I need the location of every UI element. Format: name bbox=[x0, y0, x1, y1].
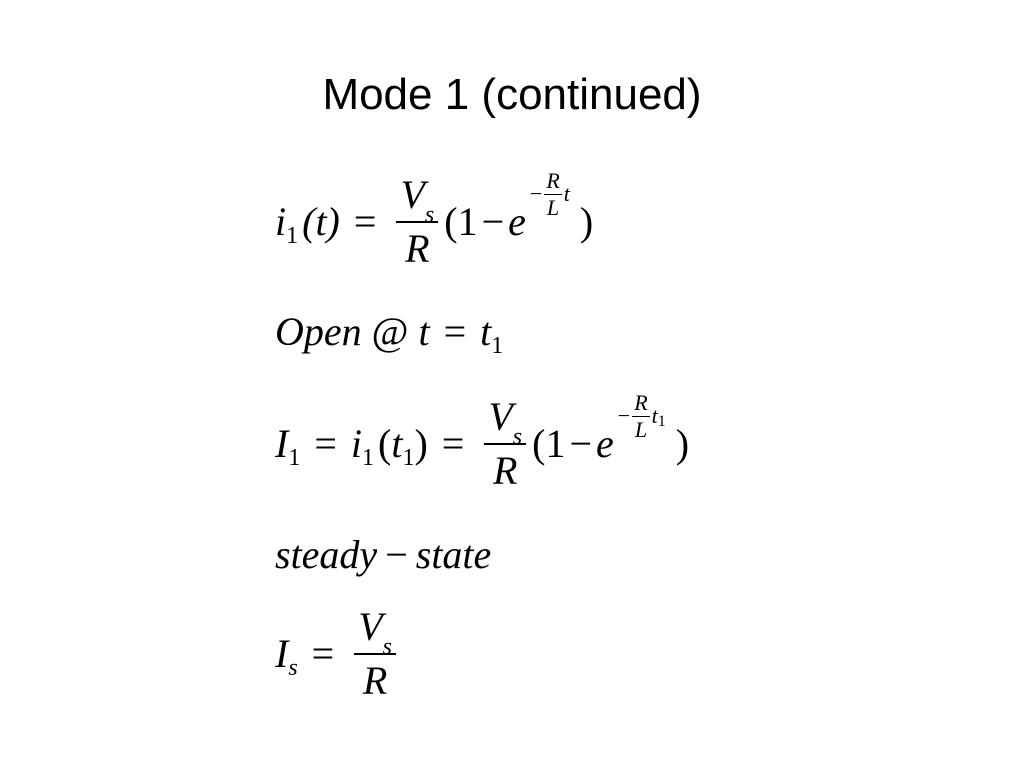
eq5-fraction: Vs R bbox=[354, 604, 397, 703]
eq3-paren-close: ) bbox=[675, 421, 690, 466]
eq3-numerator: Vs bbox=[488, 394, 523, 450]
eq3-mid-subscript: 1 bbox=[362, 445, 375, 471]
eq3-lhs-symbol: I bbox=[275, 421, 289, 466]
eq5-lhs-subscript: s bbox=[288, 655, 298, 681]
eq1-equals: = bbox=[353, 199, 377, 244]
eq1-exponent: − R L t bbox=[529, 167, 570, 220]
eq2-at: @ bbox=[371, 309, 409, 354]
eq1-paren-open: (1 bbox=[444, 199, 478, 244]
eq3-lhs-subscript: 1 bbox=[288, 445, 301, 471]
eq3-equals-2: = bbox=[441, 421, 465, 466]
eq3-mid-paren-close: ) bbox=[414, 421, 428, 466]
eq3-mid-symbol: i bbox=[350, 421, 363, 466]
eq1-numerator: Vs bbox=[400, 172, 435, 228]
eq2-rhs: t bbox=[480, 309, 492, 354]
equation-current-rise: i 1 (t) = Vs R (1 − e − R L t ) bbox=[275, 169, 594, 271]
equation-steady-state-label: steady − state bbox=[275, 535, 491, 575]
eq2-rhs-subscript: 1 bbox=[491, 333, 504, 359]
eq3-paren-open: (1 bbox=[532, 421, 566, 466]
eq3-denominator: R bbox=[493, 448, 518, 493]
eq3-minus: − bbox=[569, 421, 593, 466]
eq2-equals: = bbox=[443, 309, 467, 354]
eq1-e: e bbox=[508, 199, 526, 244]
eq3-fraction-bar bbox=[484, 443, 527, 445]
eq1-fraction-bar bbox=[396, 221, 439, 223]
eq1-paren-close: ) bbox=[579, 199, 594, 244]
eq3-mid-t-subscript: 1 bbox=[402, 445, 415, 471]
eq1-minus: − bbox=[481, 199, 505, 244]
equation-steady-state-current: I s = Vs R bbox=[275, 607, 402, 701]
eq3-e: e bbox=[596, 421, 614, 466]
eq3-equals-1: = bbox=[314, 421, 337, 466]
eq2-t: t bbox=[418, 309, 430, 354]
equation-open-condition: Open @ t = t 1 bbox=[275, 309, 503, 359]
eq5-equals: = bbox=[311, 631, 335, 676]
eq5-lhs-symbol: I bbox=[275, 631, 289, 676]
eq4-right: state bbox=[415, 532, 492, 577]
eq3-fraction: Vs R bbox=[484, 394, 527, 493]
eq1-denominator: R bbox=[405, 226, 430, 271]
eq4-minus: − bbox=[385, 532, 408, 577]
eq1-fraction: Vs R bbox=[396, 172, 439, 271]
eq5-numerator: Vs bbox=[358, 604, 393, 660]
eq2-word: Open bbox=[275, 309, 362, 354]
eq1-lhs-symbol: i bbox=[275, 199, 287, 244]
eq1-lhs-argument: (t) bbox=[302, 199, 340, 244]
eq1-lhs-subscript: 1 bbox=[286, 223, 299, 249]
eq4-left: steady bbox=[275, 532, 378, 577]
slide-title: Mode 1 (continued) bbox=[322, 70, 702, 119]
eq3-mid-paren-open: ( bbox=[378, 421, 392, 466]
eq5-denominator: R bbox=[362, 658, 388, 703]
eq3-mid-t: t bbox=[391, 421, 403, 466]
eq5-fraction-bar bbox=[354, 653, 397, 655]
